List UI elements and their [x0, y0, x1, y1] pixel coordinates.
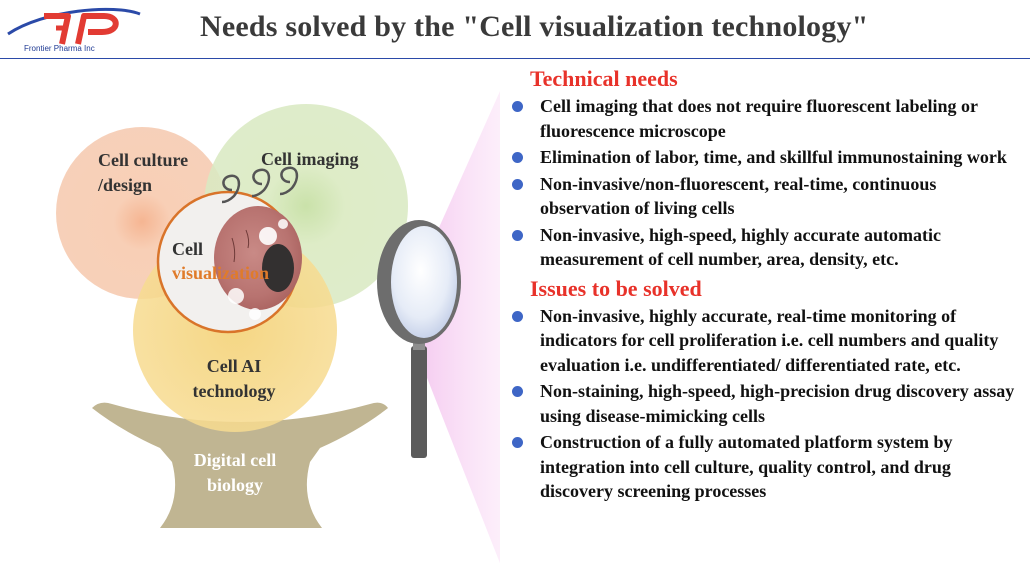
pedestal-base: [92, 402, 388, 528]
logo-company-name: Frontier Pharma Inc: [24, 44, 95, 53]
bullet-icon: [512, 152, 523, 163]
issues-heading: Issues to be solved: [530, 275, 702, 301]
bullet-icon: [512, 386, 523, 397]
cell-imaging-label: Cell imaging: [261, 149, 359, 169]
magnifier-icon: [377, 220, 461, 458]
bullet-icon: [512, 101, 523, 112]
bullet-icon: [512, 178, 523, 190]
list-item: Non-invasive, highly accurate, real-time…: [508, 304, 1023, 378]
technical-needs-list: Cell imaging that does not require fluor…: [508, 94, 1023, 272]
technical-needs-heading: Technical needs: [530, 66, 678, 91]
cell-nucleus-icon: [262, 244, 294, 292]
cell-culture-label: Cell culture /design: [98, 150, 189, 195]
cell-ai-label: Cell AI technology: [192, 356, 276, 401]
page-title: Needs solved by the "Cell visualization …: [200, 10, 869, 43]
venn-diagram: [56, 91, 500, 564]
bullet-icon: [512, 229, 523, 241]
company-logo: [4, 4, 144, 56]
bullet-icon: [512, 437, 523, 448]
center-visualization-label: visualization: [172, 263, 270, 283]
swirl-icon: [221, 166, 299, 204]
list-item: Elimination of labor, time, and skillful…: [508, 145, 1023, 170]
bullet-icon: [512, 310, 523, 322]
center-cell-label: Cell: [172, 239, 203, 259]
needs-panel: Technical needs Cell imaging that does n…: [508, 64, 1023, 506]
list-item: Non-invasive, high-speed, highly accurat…: [508, 223, 1023, 272]
list-item: Cell imaging that does not require fluor…: [508, 94, 1023, 143]
digital-cell-biology-label: Digital cell biology: [193, 450, 277, 495]
list-item: Construction of a fully automated platfo…: [508, 430, 1023, 504]
list-item: Non-staining, high-speed, high-precision…: [508, 379, 1023, 428]
issues-list: Non-invasive, highly accurate, real-time…: [508, 304, 1023, 504]
header-divider: [0, 58, 1030, 59]
list-item: Non-invasive/non-fluorescent, real-time,…: [508, 172, 1023, 221]
magnifier-beam: [420, 91, 500, 564]
